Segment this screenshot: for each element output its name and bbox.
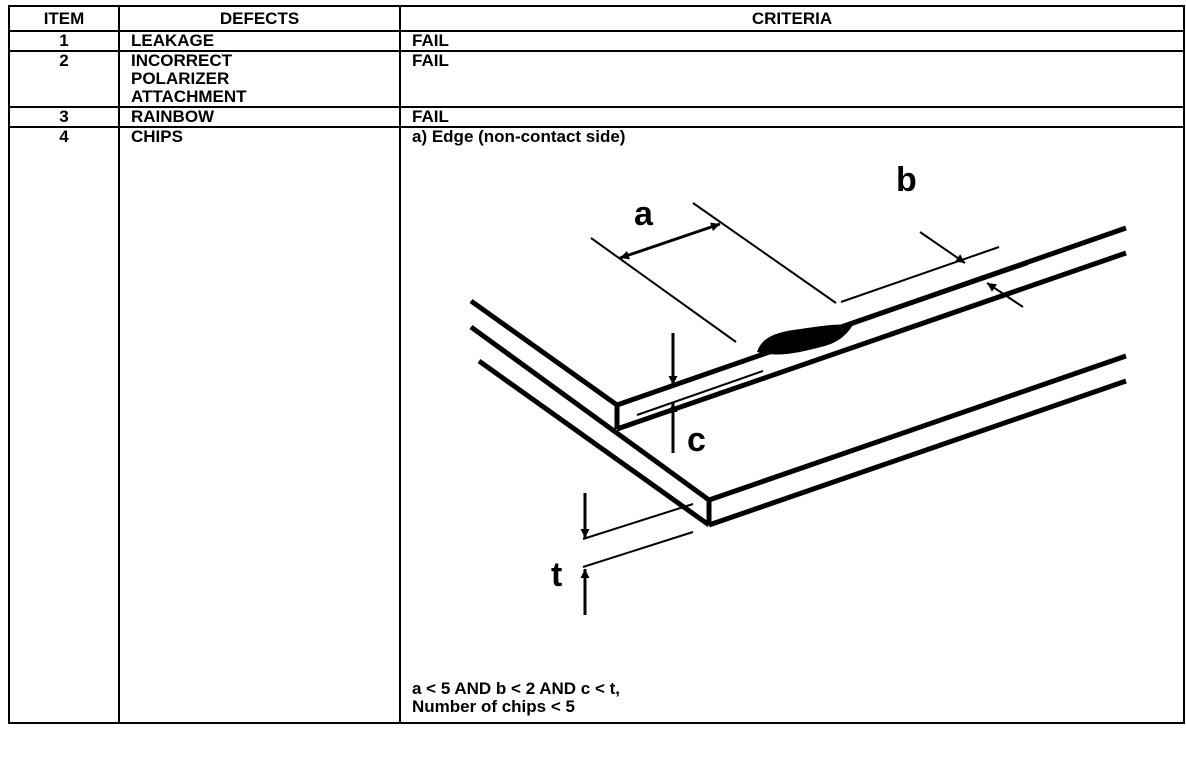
- chip-edge-diagram: a b c t: [469, 161, 1127, 615]
- lower-plate-front-edge-lower: [708, 378, 1127, 528]
- header-criteria: CRITERIA: [399, 5, 1185, 32]
- header-defects: DEFECTS: [118, 5, 401, 32]
- label-t: t: [551, 556, 562, 594]
- defect-name-text: INCORRECT POLARIZER ATTACHMENT: [131, 51, 247, 106]
- table-row: 3 RAINBOW FAIL: [8, 106, 1185, 128]
- criteria-text: FAIL: [399, 106, 1185, 128]
- header-item: ITEM: [8, 5, 120, 32]
- plate-middle-left-edge: [469, 324, 711, 503]
- table-row: 4 CHIPS a) Edge (non-contact side): [8, 126, 1185, 724]
- chip-mark: [757, 324, 853, 355]
- upper-plate-left-edge: [469, 298, 619, 408]
- b-leader-bottom: [986, 282, 1024, 308]
- c-extension: [636, 370, 764, 416]
- item-number: 3: [8, 106, 120, 128]
- criteria-subheading: a) Edge (non-contact side): [412, 127, 626, 146]
- criteria-text: FAIL: [399, 50, 1185, 108]
- b-extension-lower: [850, 263, 1029, 326]
- defect-name: RAINBOW: [118, 106, 401, 128]
- upper-plate-front-edge: [616, 225, 1127, 408]
- defect-name: INCORRECT POLARIZER ATTACHMENT: [118, 50, 401, 108]
- t-extension-lower: [582, 531, 694, 568]
- table-row: 1 LEAKAGE FAIL: [8, 30, 1185, 52]
- defect-name: CHIPS: [118, 126, 401, 724]
- label-a: a: [634, 195, 654, 233]
- t-extension-upper: [582, 503, 694, 540]
- label-c: c: [687, 421, 706, 459]
- item-number: 1: [8, 30, 120, 52]
- item-number: 4: [8, 126, 120, 724]
- b-leader-top: [919, 231, 966, 264]
- upper-plate-front-edge-lower: [616, 250, 1127, 432]
- label-b: b: [896, 161, 917, 199]
- table-row: 2 INCORRECT POLARIZER ATTACHMENT FAIL: [8, 50, 1185, 108]
- defect-name: LEAKAGE: [118, 30, 401, 52]
- lower-plate-front-edge: [708, 353, 1127, 503]
- a-extension-left: [590, 237, 737, 343]
- lower-plate-left-edge: [477, 358, 711, 528]
- acceptance-condition: a < 5 AND b < 2 AND c < t, Number of chi…: [412, 679, 621, 716]
- header-row: ITEM DEFECTS CRITERIA: [8, 5, 1185, 32]
- criteria-cell: a) Edge (non-contact side): [399, 126, 1185, 724]
- item-number: 2: [8, 50, 120, 108]
- a-dimension-arrow: [619, 222, 721, 260]
- criteria-text: FAIL: [399, 30, 1185, 52]
- b-extension-upper: [840, 246, 1000, 303]
- defect-criteria-table: ITEM DEFECTS CRITERIA 1 LEAKAGE FAIL 2 I…: [8, 5, 1185, 724]
- a-extension-right: [692, 202, 837, 304]
